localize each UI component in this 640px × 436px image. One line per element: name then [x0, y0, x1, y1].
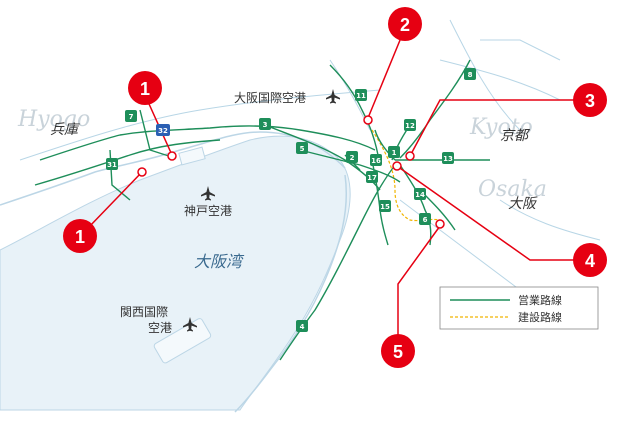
osaka-jp-label: 大阪: [508, 196, 538, 212]
svg-text:5: 5: [393, 342, 403, 362]
route-shield-31: 31: [106, 158, 118, 170]
svg-text:4: 4: [300, 323, 305, 331]
background-roads: [19, 19, 601, 291]
osaka-bay-water: [0, 135, 351, 411]
kansai-airport-label-2: 空港: [148, 321, 172, 335]
svg-text:6: 6: [423, 216, 428, 224]
badge-3: 3: [573, 83, 607, 117]
itami-airport-label: 大阪国際空港: [234, 91, 306, 105]
badge-4: 4: [573, 243, 607, 277]
route-shield-5: 5: [296, 142, 308, 154]
route-shield-15: 15: [379, 200, 391, 212]
legend-operating-label: 営業路線: [518, 293, 562, 307]
svg-text:7: 7: [129, 113, 134, 121]
route-shield-1: 1: [388, 146, 400, 158]
route-shield-3: 3: [259, 118, 271, 130]
kyoto-en-label: Kyoto: [469, 115, 533, 140]
route-shield-16: 16: [370, 154, 382, 166]
svg-text:1: 1: [140, 79, 150, 99]
svg-text:12: 12: [405, 122, 415, 130]
kobe-airport-icon: [201, 186, 215, 201]
kyoto-jp-label: 京都: [500, 128, 531, 144]
hyogo-jp-label: 兵庫: [50, 122, 80, 138]
svg-text:11: 11: [356, 92, 366, 100]
svg-text:2: 2: [400, 15, 410, 35]
badge-leaders: [87, 27, 585, 345]
route-shield-8: 8: [464, 68, 476, 80]
svg-text:1: 1: [392, 149, 397, 157]
coastline: [0, 131, 346, 206]
svg-text:3: 3: [585, 91, 595, 111]
svg-text:14: 14: [415, 191, 425, 199]
route-shield-2: 2: [346, 151, 358, 163]
route-shield-32: 32: [156, 124, 170, 136]
kobe-airport-island: [178, 146, 206, 166]
svg-text:5: 5: [300, 145, 305, 153]
kobe-airport-label: 神戸空港: [184, 204, 232, 218]
svg-text:16: 16: [371, 157, 381, 165]
svg-text:1: 1: [75, 227, 85, 247]
coastline-south: [234, 174, 348, 413]
svg-text:3: 3: [263, 121, 268, 129]
construction-route: [371, 129, 441, 222]
route-shield-13: 13: [442, 152, 454, 164]
hyogo-en-label: Hyogo: [17, 107, 90, 132]
badge-1-south: 1: [63, 219, 97, 253]
badge-1-north: 1: [128, 71, 162, 105]
route-shield-6: 6: [419, 213, 431, 225]
badge-2: 2: [388, 7, 422, 41]
route-shield-17: 17: [366, 171, 378, 183]
osaka-en-label: Osaka: [478, 177, 547, 202]
route-shields: 7 32 3 5 31 2 16 17: [106, 68, 476, 332]
kansai-airport-icon: [183, 317, 197, 332]
svg-text:2: 2: [350, 154, 355, 162]
svg-text:4: 4: [585, 251, 595, 271]
svg-text:15: 15: [380, 203, 390, 211]
badge-5: 5: [381, 334, 415, 368]
route-shield-11: 11: [355, 89, 367, 101]
kansai-airport-island: [153, 318, 212, 364]
kansai-airport-label-1: 関西国際: [120, 305, 168, 319]
route-shield-12: 12: [404, 119, 416, 131]
svg-text:13: 13: [443, 155, 453, 163]
svg-text:31: 31: [107, 161, 117, 169]
route-shield-7: 7: [125, 110, 137, 122]
osaka-bay-label: 大阪湾: [194, 252, 245, 271]
legend: 営業路線 建設路線: [439, 286, 599, 330]
route-shield-4: 4: [296, 320, 308, 332]
svg-text:32: 32: [158, 127, 168, 135]
legend-box: [439, 286, 599, 330]
svg-text:17: 17: [367, 174, 377, 182]
badge-endpoints: [137, 115, 445, 229]
legend-construction-label: 建設路線: [518, 310, 562, 324]
svg-text:8: 8: [468, 71, 473, 79]
route-shield-14: 14: [414, 188, 426, 200]
itami-airport-icon: [326, 89, 340, 104]
